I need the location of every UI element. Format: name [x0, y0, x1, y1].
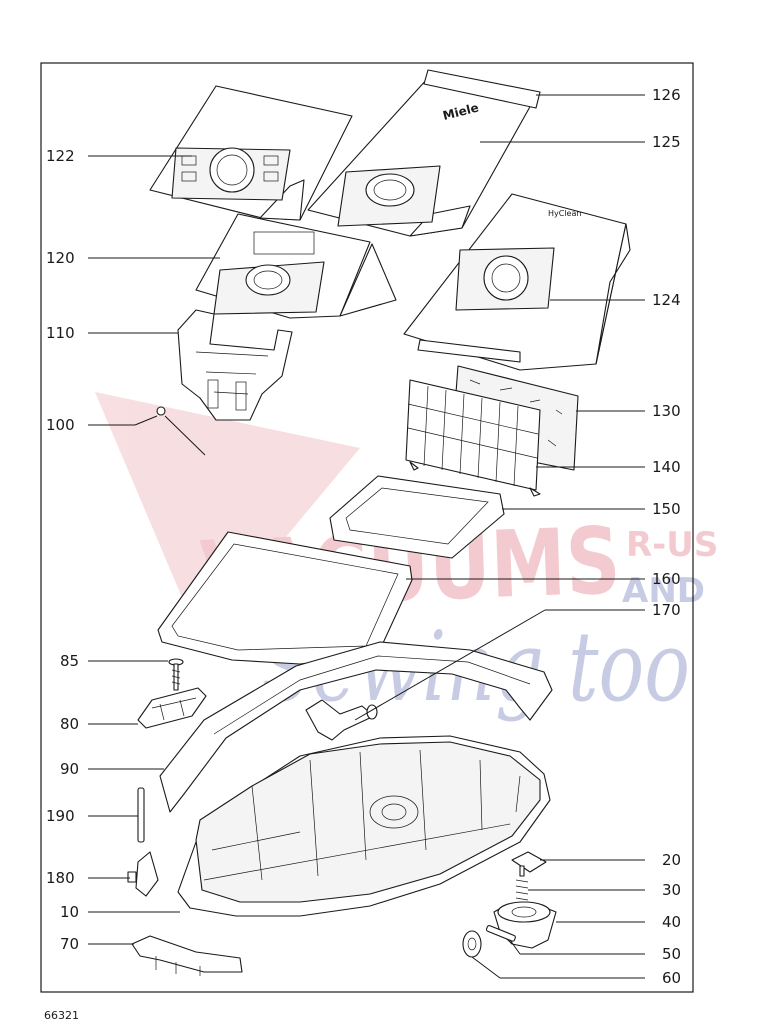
callout-40: 40 — [662, 913, 681, 931]
part-40-castor-housing — [493, 901, 557, 949]
document-number: 66321 — [44, 1009, 79, 1022]
part-180-clip — [127, 851, 159, 897]
part-170-hose — [305, 699, 378, 741]
callout-190: 190 — [46, 807, 75, 825]
callout-50: 50 — [662, 945, 681, 963]
callout-80: 80 — [60, 715, 79, 733]
part-150-seal — [329, 475, 505, 559]
callout-125: 125 — [652, 133, 681, 151]
callout-100: 100 — [46, 416, 75, 434]
bag-124-brand-small: HyClean — [548, 209, 581, 218]
callout-90: 90 — [60, 760, 79, 778]
callout-160: 160 — [652, 570, 681, 588]
callout-110: 110 — [46, 324, 75, 342]
part-110-bag-holder — [177, 309, 293, 421]
part-124-dust-bag: HyClean — [403, 193, 631, 371]
callout-120: 120 — [46, 249, 75, 267]
part-100-pin — [156, 406, 206, 456]
watermark-swoosh — [95, 392, 360, 640]
part-190-rod — [137, 787, 145, 843]
callout-70: 70 — [60, 935, 79, 953]
watermark-side2: AND — [622, 571, 705, 611]
part-50-axle — [485, 925, 516, 942]
part-85-screw — [168, 658, 184, 691]
part-20-wheel-bracket — [511, 851, 547, 877]
callout-130: 130 — [652, 402, 681, 420]
callout-170: 170 — [652, 601, 681, 619]
part-60-wheel — [462, 930, 482, 958]
callout-140: 140 — [652, 458, 681, 476]
callout-180: 180 — [46, 869, 75, 887]
part-70-bumper — [131, 935, 243, 976]
part-90-housing-rim — [159, 641, 553, 813]
callout-124: 124 — [652, 291, 681, 309]
diagram-frame — [40, 62, 694, 993]
callout-126: 126 — [652, 86, 681, 104]
callout-10: 10 — [60, 903, 79, 921]
callout-122: 122 — [46, 147, 75, 165]
callout-labels: 126 125 122 120 124 110 100 130 140 150 … — [46, 86, 681, 987]
callout-20: 20 — [662, 851, 681, 869]
leader-lines — [88, 94, 645, 979]
part-10-housing — [177, 735, 551, 917]
callout-85: 85 — [60, 652, 79, 670]
watermark-side1: R-US — [626, 525, 718, 565]
part-125-dust-bag: Miele — [307, 69, 541, 237]
callout-30: 30 — [662, 881, 681, 899]
part-30-spring — [515, 879, 529, 901]
callout-150: 150 — [652, 500, 681, 518]
callout-60: 60 — [662, 969, 681, 987]
part-122-dust-bag — [149, 85, 353, 221]
part-80-bracket — [137, 687, 207, 729]
part-120-dust-bag — [195, 213, 397, 319]
part-140-filter-grille — [405, 379, 541, 497]
